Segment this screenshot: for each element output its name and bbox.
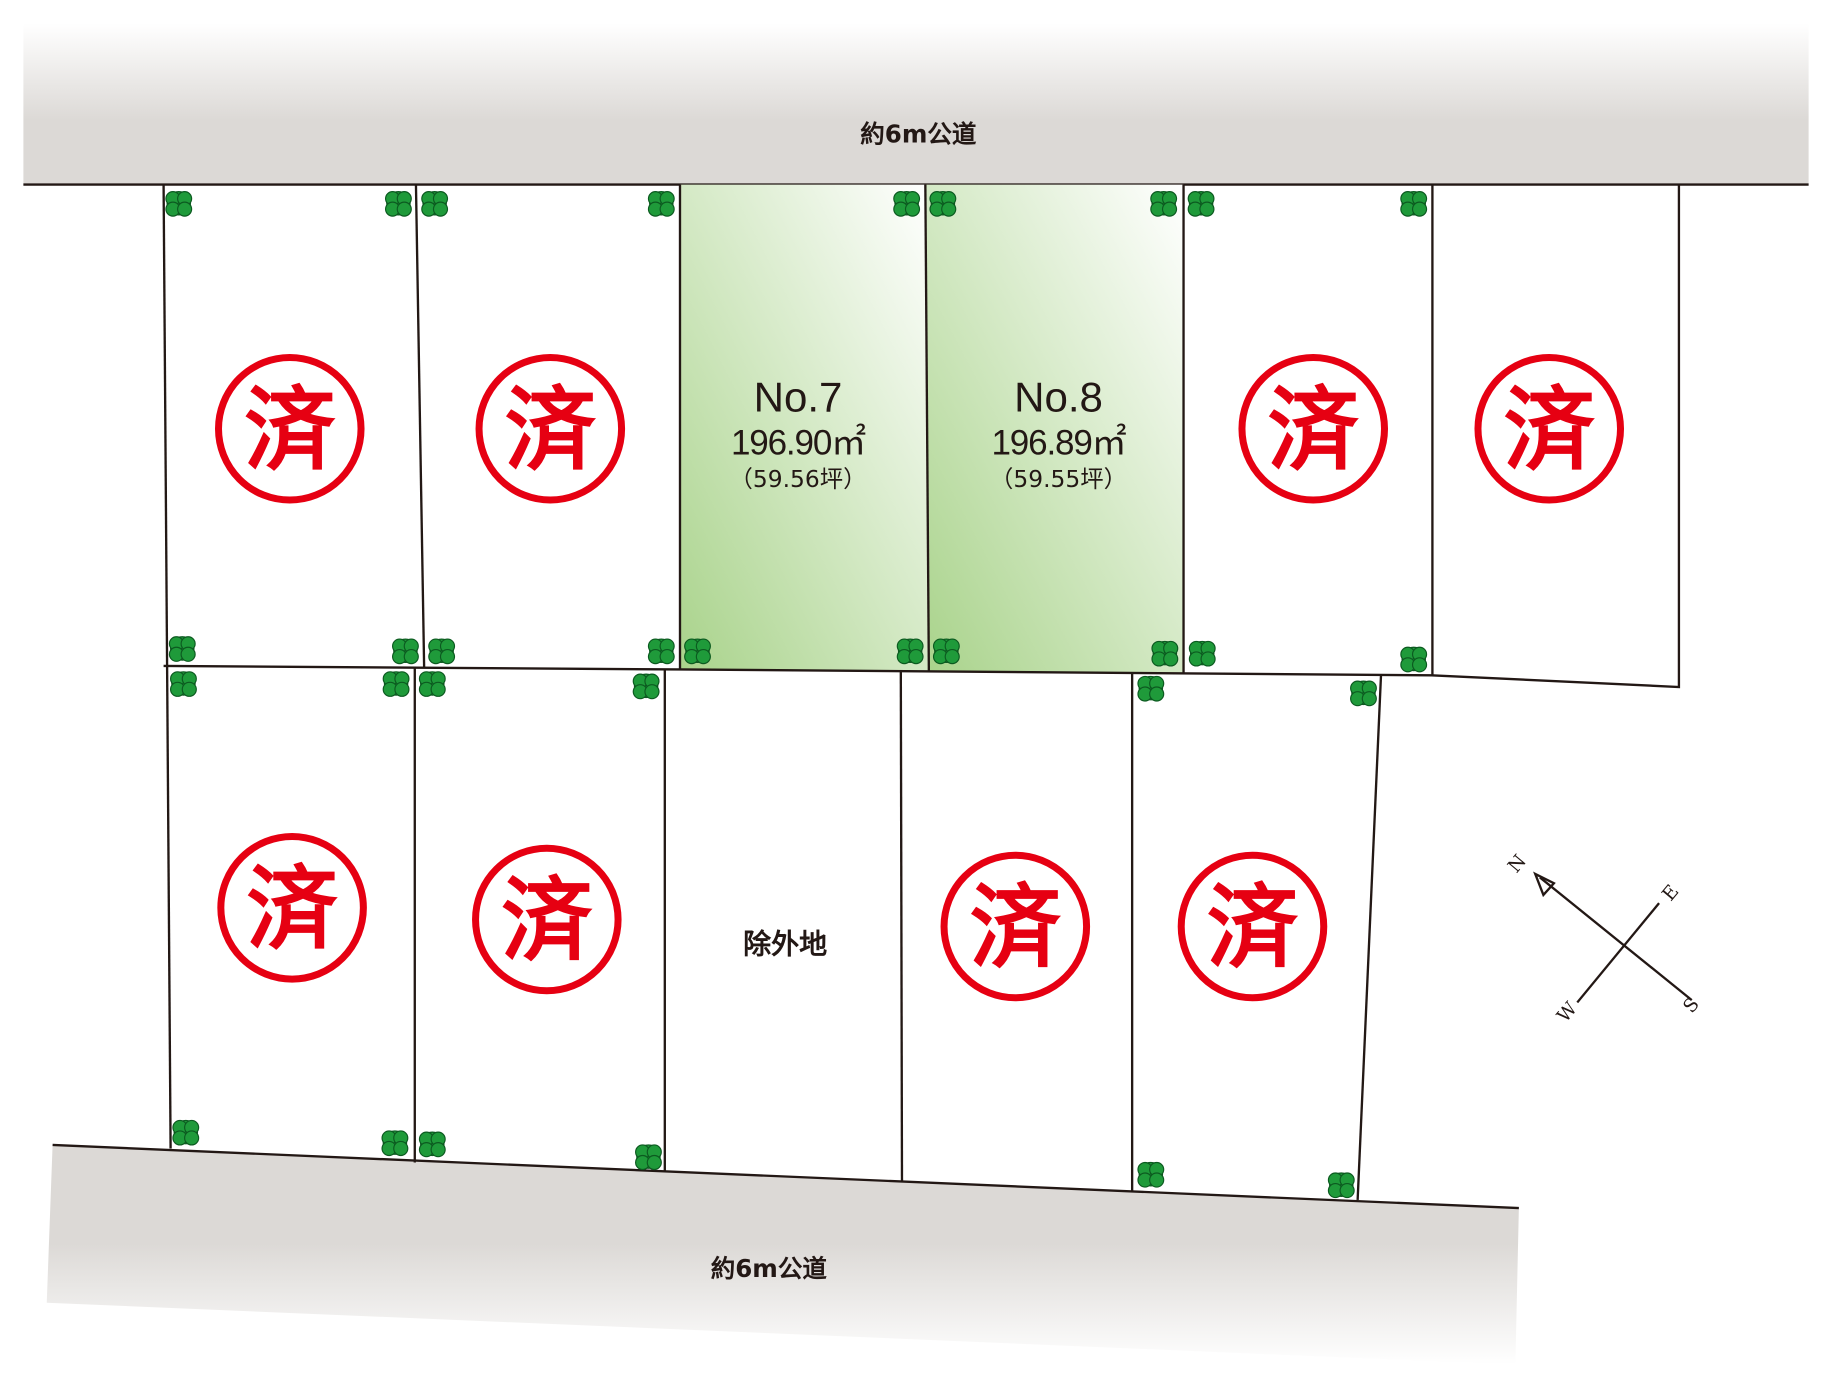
sold-stamp-text: 済: [247, 857, 339, 963]
tree-icon: [421, 191, 449, 217]
lot-tsubo: （59.55坪）: [990, 465, 1127, 493]
tree-icon: [896, 638, 924, 665]
compass-n: N: [1504, 851, 1531, 877]
stamp-circle: [1177, 851, 1328, 1002]
sold-stamp: 済: [1238, 354, 1389, 504]
lot-8-label: No.8 196.89㎡ （59.55坪）: [990, 373, 1128, 493]
tree-icon: [632, 673, 660, 700]
compass-e: E: [1658, 881, 1683, 905]
lot-8[interactable]: [925, 184, 1184, 673]
tree-icon: [893, 191, 921, 217]
sold-stamp: 済: [940, 851, 1091, 1002]
tree-icon: [418, 671, 446, 697]
tree-icon: [391, 638, 419, 665]
tree-icon: [1151, 640, 1179, 667]
excluded-area-label: 除外地: [743, 927, 827, 960]
tree-icon: [1327, 1172, 1355, 1199]
north-road-label: 約6m公道: [860, 120, 977, 149]
lot-area: 196.89㎡: [991, 422, 1126, 462]
tree-icon: [647, 191, 675, 217]
tree-icon: [647, 638, 675, 665]
tree-icon: [168, 636, 196, 662]
tree-icon: [418, 1131, 446, 1158]
lot-number: No.8: [1014, 373, 1103, 420]
stamp-circle: [940, 851, 1091, 1002]
tree-icon: [1137, 1161, 1165, 1188]
tree-icon: [1400, 191, 1428, 217]
sold-stamp: 済: [1177, 851, 1328, 1002]
tree-icon: [932, 638, 960, 665]
tree-icon: [165, 191, 193, 217]
north-arrow-icon: [1533, 871, 1556, 898]
lot-7-label: No.7 196.90㎡ （59.56坪）: [730, 373, 868, 493]
compass-s: S: [1680, 994, 1704, 1017]
sold-stamp-text: 済: [505, 377, 597, 483]
sold-stamps: 済済済済済済済済: [214, 354, 1625, 1002]
lot-tsubo: （59.56坪）: [730, 465, 867, 493]
stamp-circle: [1474, 354, 1625, 504]
sold-stamp: 済: [1474, 354, 1625, 504]
lot-7[interactable]: [679, 184, 929, 671]
tree-icon: [929, 191, 957, 217]
south-road: 約6m公道: [46, 1143, 1519, 1365]
stamp-circle: [475, 354, 626, 504]
stamp-circle: [472, 844, 622, 995]
sold-stamp: 済: [217, 833, 367, 983]
stamp-circle: [1238, 354, 1389, 504]
tree-icon: [1400, 646, 1428, 673]
south-road-label: 約6m公道: [711, 1254, 828, 1283]
stamp-circle: [214, 354, 365, 504]
lot-area: 196.90㎡: [731, 422, 866, 462]
tree-icon: [172, 1119, 200, 1146]
trees: [165, 191, 1428, 1199]
sold-stamp: 済: [472, 844, 622, 995]
tree-icon: [170, 671, 197, 697]
north-road: 約6m公道: [23, 23, 1809, 186]
tree-icon: [1137, 675, 1165, 702]
sold-stamp-text: 済: [1268, 377, 1360, 483]
tree-icon: [1150, 191, 1178, 217]
tree-icon: [1187, 191, 1215, 217]
tree-icon: [1350, 680, 1377, 707]
lot-boundaries: [162, 184, 1681, 1200]
tree-icon: [384, 191, 412, 217]
tree-icon: [381, 1130, 409, 1157]
sold-stamp: 済: [214, 354, 365, 504]
sold-stamp: 済: [475, 354, 626, 504]
tree-icon: [635, 1144, 662, 1171]
tree-icon: [428, 638, 456, 665]
sold-stamp-text: 済: [244, 377, 336, 483]
tree-icon: [382, 671, 410, 697]
compass: N E S W: [1504, 851, 1704, 1027]
tree-icon: [1188, 640, 1216, 667]
lot-number: No.7: [754, 373, 843, 420]
sold-stamp-text: 済: [1207, 875, 1299, 981]
stamp-circle: [217, 833, 367, 983]
sold-stamp-text: 済: [970, 875, 1062, 981]
tree-icon: [684, 638, 711, 665]
sold-stamp-text: 済: [1504, 377, 1596, 483]
sold-stamp-text: 済: [501, 868, 593, 974]
